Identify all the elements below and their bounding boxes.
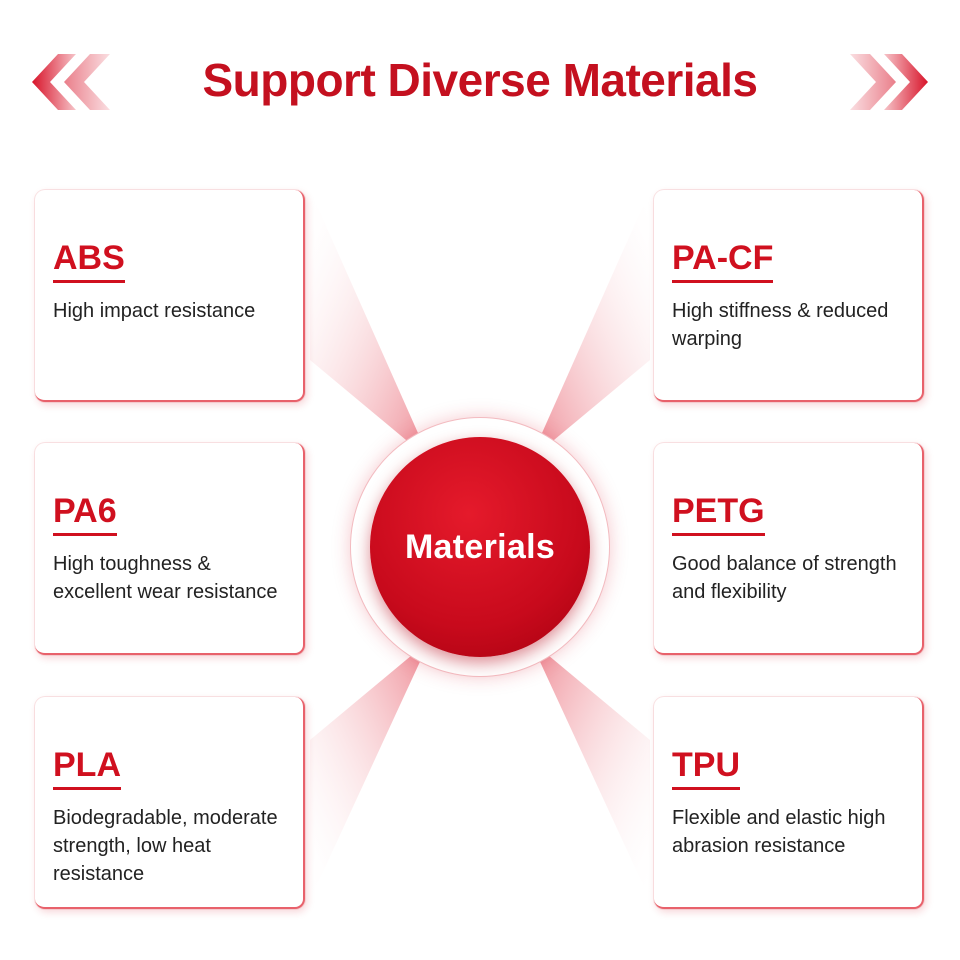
material-description: High stiffness & reduced warping — [672, 300, 889, 350]
material-description: High toughness & excellent wear resistan… — [53, 553, 278, 603]
material-card-pla: PLA Biodegradable, moderate strength, lo… — [35, 697, 305, 909]
material-name: PLA — [53, 745, 121, 790]
material-description: Good balance of strength and flexibility — [672, 553, 897, 603]
material-card-tpu: TPU Flexible and elastic high abrasion r… — [654, 697, 924, 909]
materials-hub: Materials — [370, 437, 590, 657]
material-name: PETG — [672, 491, 765, 536]
double-chevron-left-icon — [32, 54, 110, 110]
header: Support Diverse Materials — [0, 40, 960, 130]
material-description: Flexible and elastic high abrasion resis… — [672, 807, 886, 857]
material-card-abs: ABS High impact resistance — [35, 190, 305, 402]
material-name: ABS — [53, 238, 125, 283]
material-card-pa6: PA6 High toughness & excellent wear resi… — [35, 443, 305, 655]
material-name: PA-CF — [672, 238, 774, 283]
hub-label: Materials — [404, 527, 556, 566]
page-title: Support Diverse Materials — [202, 54, 758, 106]
double-chevron-right-icon — [850, 54, 928, 110]
material-card-pa-cf: PA-CF High stiffness & reduced warping — [654, 190, 924, 402]
material-name: PA6 — [53, 491, 117, 536]
material-description: Biodegradable, moderate strength, low he… — [53, 807, 278, 885]
material-description: High impact resistance — [53, 300, 256, 322]
material-name: TPU — [672, 745, 740, 790]
material-card-petg: PETG Good balance of strength and flexib… — [654, 443, 924, 655]
